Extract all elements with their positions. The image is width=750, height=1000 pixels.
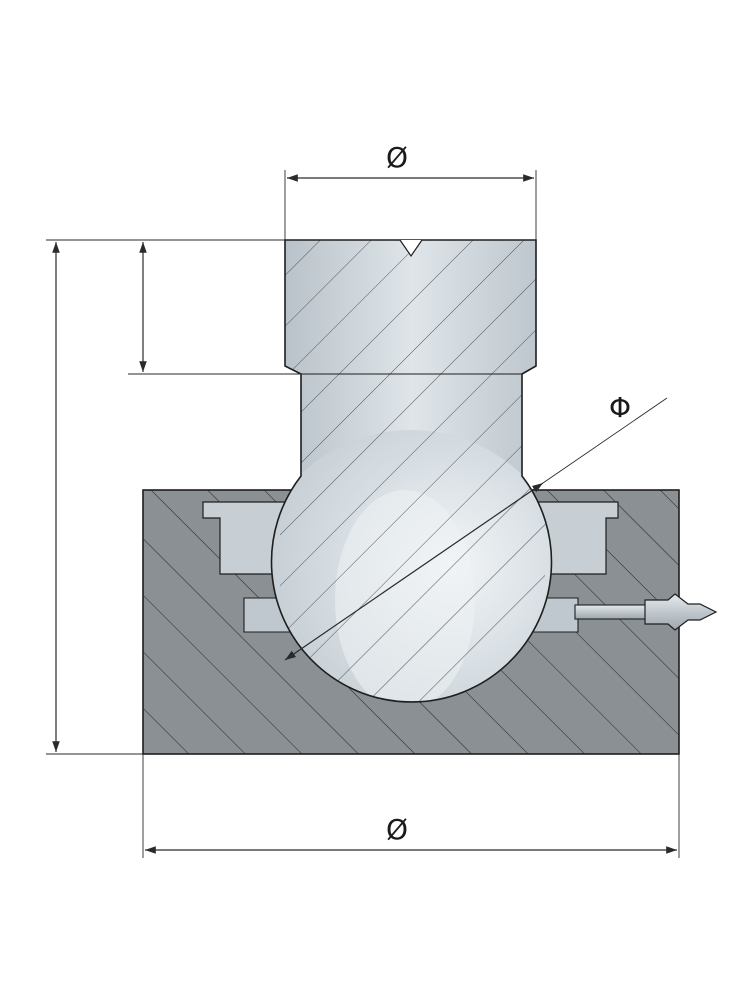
grease-nipple [574,593,718,631]
ball-diameter-label: Φ [609,391,631,424]
shank-height-dimension [128,239,301,375]
top-diameter-label: Ø [386,141,408,174]
ball-diameter-dimension: Φ [284,391,668,661]
bottom-diameter-label: Ø [386,813,408,846]
bottom-diameter-dimension: Ø [142,754,680,858]
top-diameter-dimension: Ø [284,141,537,240]
overall-height-dimension [46,239,143,755]
